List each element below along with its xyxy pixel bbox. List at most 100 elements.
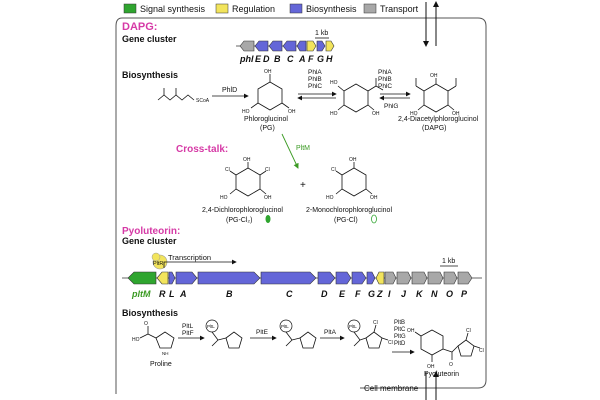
plt-gene-label-C: C <box>286 289 293 299</box>
gene-pltO <box>443 271 458 285</box>
gene-phlF <box>306 40 317 52</box>
svg-text:OH: OH <box>372 111 380 117</box>
enzyme-phlC-2: PhlC <box>378 83 392 90</box>
enzyme-phlB-2: PhlB <box>378 76 392 83</box>
pg-cl-activity-marker <box>371 214 377 224</box>
plt-gene-label-R: R <box>159 289 166 299</box>
gene-pltN <box>427 271 444 285</box>
pcp-label-1: PltL <box>207 324 215 329</box>
plt-gene-label-N: N <box>431 289 438 299</box>
pg-cl-abbr: (PG-Cl) <box>334 217 358 224</box>
gene-pltI <box>384 271 397 285</box>
svg-text:NH: NH <box>162 351 169 356</box>
enzyme-pltM-crosstalk: PltM <box>296 145 310 152</box>
gene-pltB <box>197 271 261 285</box>
plt-gene-label-F: F <box>355 289 361 299</box>
svg-text:HO: HO <box>220 195 228 201</box>
molecule-pyrrolyl-pltL: PltL <box>279 319 317 349</box>
svg-text:OH: OH <box>407 328 415 334</box>
dapg-name: 2,4-Diacetylphloroglucinol <box>398 116 479 123</box>
enzyme-pltC: PltC <box>394 327 406 333</box>
svg-text:Cl: Cl <box>331 167 336 173</box>
pg-cl-name: 2-Monochlorophloroglucinol <box>306 207 392 214</box>
gene-phlG <box>316 40 326 52</box>
plt-gene-label-J: J <box>401 289 407 299</box>
enzyme-pltG: PltG <box>394 334 406 340</box>
crosstalk-plus: + <box>300 180 306 191</box>
dapg-biosynthesis-title: Biosynthesis <box>122 70 178 80</box>
pcp-label-2: PltL <box>281 324 289 329</box>
pyoluteorin-subtitle: Gene cluster <box>122 236 177 246</box>
plt-gene-label-Z: Z <box>376 289 383 299</box>
gene-phlD <box>254 40 269 52</box>
legend-label-biosynthesis: Biosynthesis <box>306 4 357 14</box>
gene-pltK <box>411 271 428 285</box>
enzyme-pltD: PltD <box>394 341 406 347</box>
svg-text:HO: HO <box>330 80 338 86</box>
enzyme-phlC-1: PhlC <box>308 83 322 90</box>
plt-gene-label-A: A <box>179 289 187 299</box>
dapg-gene-cluster: 1 kb phl E D B C A F G H <box>236 30 335 64</box>
legend: Signal synthesis Regulation Biosynthesis… <box>123 3 419 14</box>
dapg-subtitle: Gene cluster <box>122 34 177 44</box>
legend-label-signal: Signal synthesis <box>140 4 206 14</box>
svg-text:OH: OH <box>349 157 357 163</box>
enzyme-pltB: PltB <box>394 320 405 326</box>
svg-text:OH: OH <box>452 111 460 117</box>
plt-gene-label-B: B <box>226 289 233 299</box>
plt-gene-label-E: E <box>339 289 346 299</box>
pg-abbr: (PG) <box>260 125 275 132</box>
svg-text:HO: HO <box>330 111 338 117</box>
enzyme-phlB-1: PhlB <box>308 76 322 83</box>
legend-label-transport: Transport <box>380 4 419 14</box>
svg-text:OH: OH <box>264 69 272 75</box>
pg-cl2-activity-marker <box>265 215 271 223</box>
svg-text:Cl: Cl <box>265 167 270 173</box>
gene-phlA <box>296 40 307 52</box>
dapg-gene-label-D: D <box>263 54 270 64</box>
svg-text:OH: OH <box>427 364 435 370</box>
legend-swatch-regulation <box>215 3 229 14</box>
gene-pltC <box>260 271 317 285</box>
transport-arrows-top <box>423 1 439 47</box>
crosstalk-title: Cross-talk: <box>176 144 228 155</box>
molecule-mapg: HO HO OH <box>330 78 384 117</box>
molecule-pg-cl: OH Cl HO OH <box>326 157 378 201</box>
plt-gene-label-K: K <box>416 289 424 299</box>
plt-scale: 1 kb <box>442 258 455 265</box>
svg-text:OH: OH <box>288 109 296 115</box>
transcription-label: Transcription <box>168 253 211 262</box>
plt-biosynthesis-title: Biosynthesis <box>122 308 178 318</box>
svg-text:Cl: Cl <box>388 340 393 346</box>
svg-text:OH: OH <box>430 73 438 79</box>
pg-name: Phloroglucinol <box>244 116 288 123</box>
svg-text:O: O <box>449 362 453 368</box>
gene-pltE <box>335 271 352 285</box>
molecule-pyoluteorin: OH OH O Cl Cl <box>407 328 484 370</box>
dapg-abbr: (DAPG) <box>422 125 447 132</box>
svg-text:OH: OH <box>243 157 251 163</box>
legend-swatch-transport <box>363 3 377 14</box>
plt-gene-label-I: I <box>388 289 391 299</box>
molecule-proline: O HO NH <box>132 321 175 356</box>
molecule-dichloropyrrolyl-pltL: PltL Cl Cl <box>347 319 393 349</box>
dapg-gene-label-E: E <box>255 54 262 64</box>
gene-pltR <box>156 271 169 285</box>
plt-gene-label-G: G <box>368 289 375 299</box>
proline-label: Proline <box>150 361 172 368</box>
dapg-gene-label-C: C <box>287 54 294 64</box>
pyoluteorin-label: Pyoluteorin <box>424 371 459 378</box>
enzyme-phlG: PhlG <box>384 103 398 110</box>
enzyme-pltE: PltE <box>256 329 269 336</box>
dapg-gene-label-B: B <box>274 54 281 64</box>
plt-gene-label-O: O <box>446 289 453 299</box>
pyoluteorin-title: Pyoluteorin: <box>122 226 180 237</box>
gene-phlH <box>325 40 335 52</box>
dapg-gene-label-G: G <box>317 54 324 64</box>
legend-label-regulation: Regulation <box>232 4 275 14</box>
gene-pltL <box>168 271 176 285</box>
svg-text:HO: HO <box>410 111 418 117</box>
gene-pltZ <box>375 271 385 285</box>
dapg-gene-prefix: phl <box>239 54 254 64</box>
plt-gene-label-D: D <box>321 289 328 299</box>
